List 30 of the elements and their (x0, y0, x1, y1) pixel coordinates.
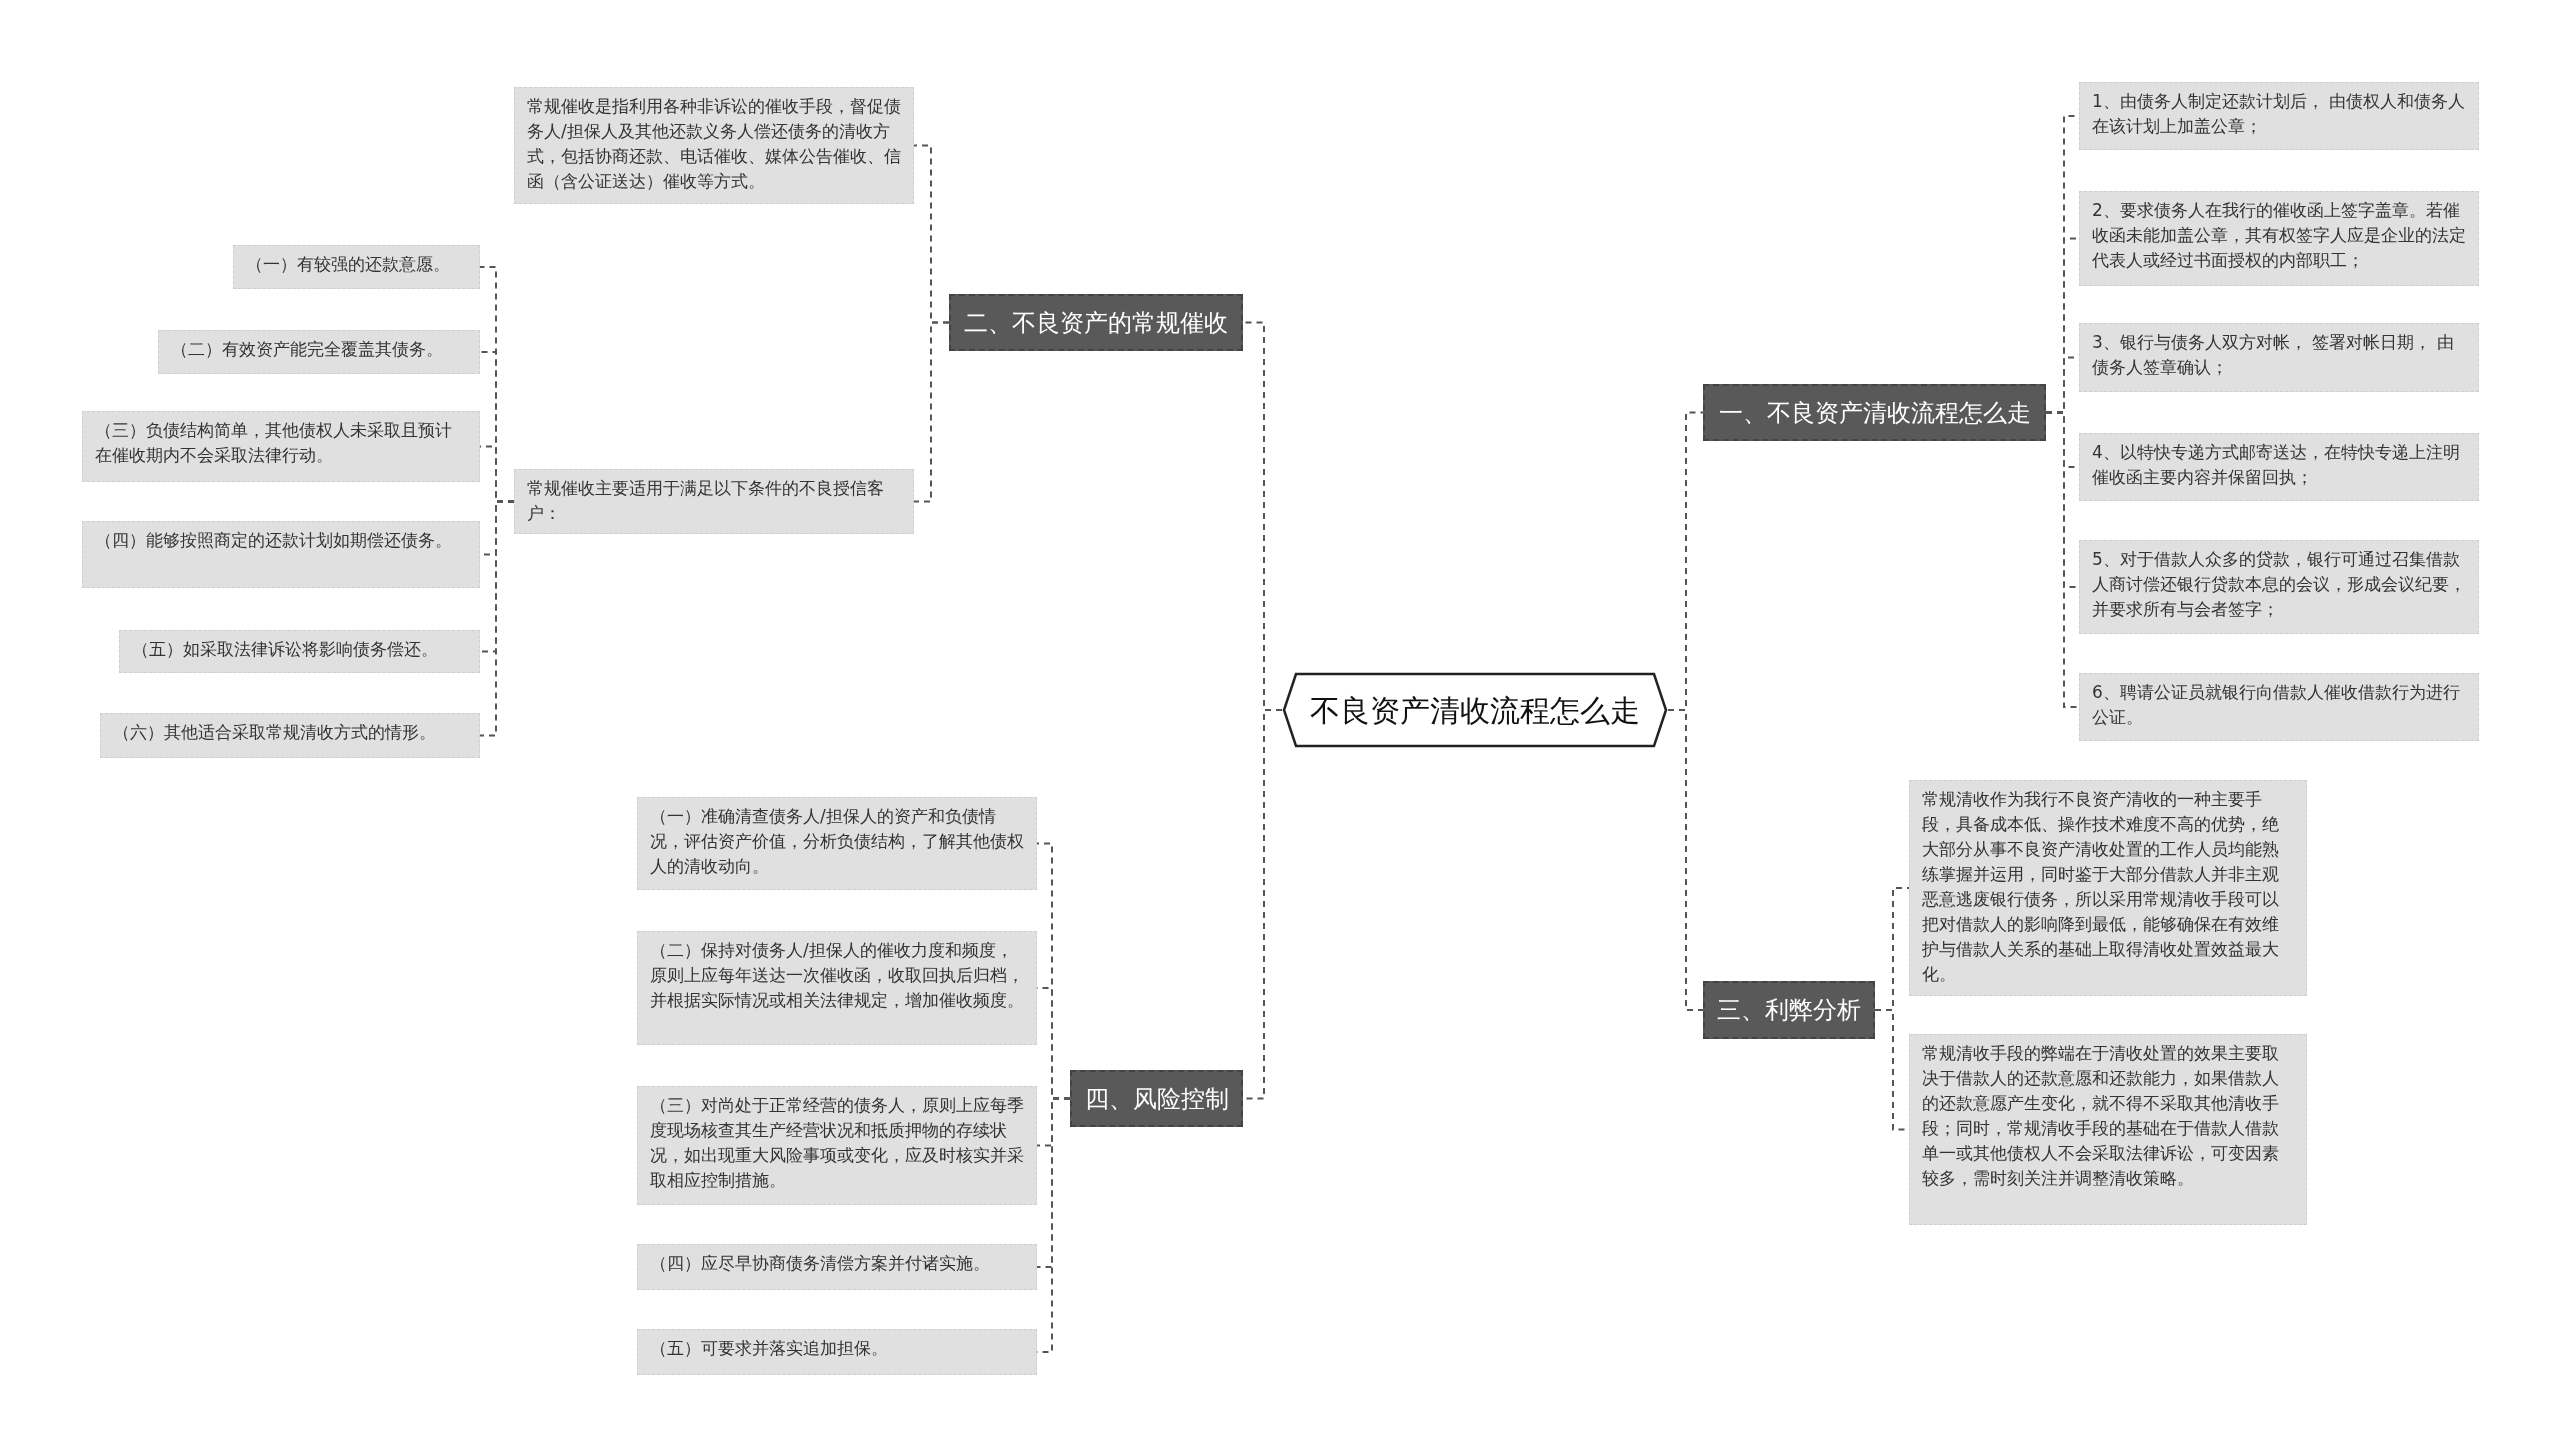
leaf-topic: （三）负债结构简单，其他债权人未采取且预计在催收期内不会采取法律行动。 (82, 411, 480, 482)
connector-line (2045, 411, 2080, 708)
leaf-topic: 2、要求债务人在我行的催收函上签字盖章。若催收函未能加盖公章，其有权签字人应是企业的法定代表人或经过书面授权的内部职工； (2079, 191, 2479, 286)
branch-topic: 四、风险控制 (1070, 1070, 1243, 1127)
leaf-topic: 常规催收是指利用各种非诉讼的催收手段，督促债务人/担保人及其他还款义务人偿还债务的清收方式，包括协商还款、电话催收、媒体公告催收、信函（含公证送达）催收等方式。 (514, 87, 914, 204)
connector-line (479, 500, 515, 737)
leaf-topic: 1、由债务人制定还款计划后， 由债权人和债务人在该计划上加盖公章； (2079, 82, 2479, 150)
connector-line (913, 321, 950, 503)
leaf-topic: 常规催收主要适用于满足以下条件的不良授信客户： (514, 469, 914, 534)
branch-topic: 三、利弊分析 (1703, 981, 1875, 1039)
leaf-topic: 4、以特快专递方式邮寄送达，在特快专递上注明催收函主要内容并保留回执； (2079, 433, 2479, 501)
leaf-topic: （一）准确清查债务人/担保人的资产和负债情况，评估资产价值，分析负债结构，了解其他债权人的清收动向。 (637, 797, 1037, 890)
leaf-topic: （一）有较强的还款意愿。 (233, 245, 480, 289)
leaf-topic: （六）其他适合采取常规清收方式的情形。 (100, 713, 480, 758)
branch-topic: 一、不良资产清收流程怎么走 (1703, 384, 2046, 441)
leaf-topic: 5、对于借款人众多的贷款，银行可通过召集借款人商讨偿还银行贷款本息的会议，形成会议纪要，并要求所有与会者签字； (2079, 540, 2479, 634)
leaf-topic: （二）保持对债务人/担保人的催收力度和频度，原则上应每年送达一次催收函，收取回执后归档，并根据实际情况或相关法律规定，增加催收频度。 (637, 931, 1037, 1045)
leaf-topic: （四）能够按照商定的还款计划如期偿还债务。 (82, 521, 480, 588)
leaf-topic: 常规清收作为我行不良资产清收的一种主要手段，具备成本低、操作技术难度不高的优势，绝大部分从事不良资产清收处置的工作人员均能熟练掌握并运用，同时鉴于大部分借款人并非主观恶意逃废银行债务，所以采用常规清收手段可以把对借款人的影响降到最低，能够确保在有效维护与借款人关系的基础上取得清收处置效益最大化。 (1909, 780, 2307, 996)
central-topic: 不良资产清收流程怎么走 (1282, 672, 1668, 748)
leaf-topic: （五）如采取法律诉讼将影响债务偿还。 (119, 630, 480, 673)
leaf-topic: （三）对尚处于正常经营的债务人，原则上应每季度现场核查其生产经营状况和抵质押物的存续状况，如出现重大风险事项或变化，应及时核实并采取相应控制措施。 (637, 1086, 1037, 1205)
leaf-topic: （五）可要求并落实追加担保。 (637, 1329, 1037, 1375)
leaf-topic: 常规清收手段的弊端在于清收处置的效果主要取决于借款人的还款意愿和还款能力，如果借款人的还款意愿产生变化，就不得不采取其他清收手段；同时，常规清收手段的基础在于借款人借款单一或其他债权人不会采取法律诉讼，可变因素较多，需时刻关注并调整清收策略。 (1909, 1034, 2307, 1225)
leaf-topic: 6、聘请公证员就银行向借款人催收借款行为进行公证。 (2079, 673, 2479, 741)
connector-line (1667, 709, 1704, 1011)
leaf-topic: （四）应尽早协商债务清偿方案并付诸实施。 (637, 1244, 1037, 1290)
leaf-topic: （二）有效资产能完全覆盖其债务。 (158, 330, 480, 374)
branch-topic: 二、不良资产的常规催收 (949, 294, 1243, 351)
leaf-topic: 3、银行与债务人双方对帐， 签署对帐日期， 由债务人签章确认； (2079, 323, 2479, 392)
